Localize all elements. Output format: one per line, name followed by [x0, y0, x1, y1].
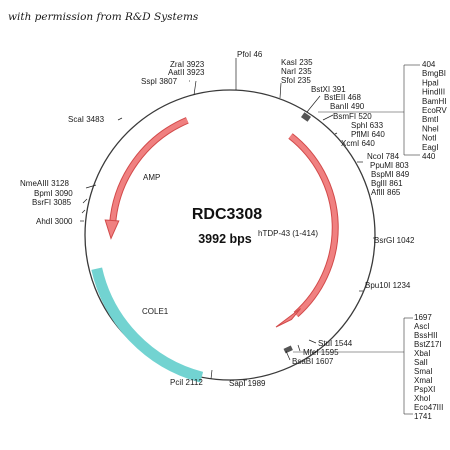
site-bspmi: BspMI 849: [371, 170, 410, 179]
site-banii: BanII 490: [330, 102, 365, 111]
site-mfei: MfeI 1595: [303, 348, 339, 357]
mcs-top-item-4: BamHI: [422, 97, 446, 106]
plasmid-size: 3992 bps: [198, 232, 252, 246]
site-bsabi: BsaBI 1607: [292, 357, 334, 366]
mcs-bottom-item-7: XmaI: [414, 376, 433, 385]
site-pflmi: PflMI 640: [351, 130, 385, 139]
site-ticks: [80, 58, 376, 381]
mcs-bottom-item-4: XbaI: [414, 349, 430, 358]
cole1-label: COLE1: [142, 307, 169, 316]
mcs-top-item-2: HpaI: [422, 78, 439, 87]
mcs-bottom-item-3: BstZ17I: [414, 340, 442, 349]
credit-text: with permission from R&D Systems: [8, 11, 199, 23]
mcs-bottom-group: 1697AscIBssHIIBstZ17IXbaISalISmaIXmaIPsp…: [293, 313, 443, 421]
insert-arrow-body: [288, 134, 338, 317]
site-bsrfi: BsrFI 3085: [32, 198, 72, 207]
mcs-bottom-item-6: SmaI: [414, 367, 433, 376]
mcs-bottom-marker: [283, 345, 293, 354]
mcs-top-item-1: BmgBI: [422, 69, 446, 78]
site-nari: NarI 235: [281, 67, 312, 76]
site-kasi: KasI 235: [281, 58, 313, 67]
mcs-bottom-item-2: BssHII: [414, 331, 438, 340]
amp-arrow-body: [110, 117, 189, 224]
site-pcii: PciI 2112: [170, 378, 203, 387]
site-sspi: SspI 3807: [141, 77, 178, 86]
mcs-top-item-7: NheI: [422, 124, 439, 133]
mcs-bottom-item-11: 1741: [414, 412, 432, 421]
site-ahdi: AhdI 3000: [36, 217, 73, 226]
insert-label: hTDP-43 (1-414): [258, 229, 318, 238]
mcs-top-marker: [301, 112, 311, 122]
mcs-top-item-5: EcoRV: [422, 106, 447, 115]
plasmid-backbone: [84, 89, 376, 381]
mcs-top-group: 404BmgBIHpaIHindIIIBamHIEcoRVBmtINheINot…: [318, 60, 447, 161]
insert-arrowhead: [275, 308, 301, 328]
site-bglii: BglII 861: [371, 179, 403, 188]
site-sapi: SapI 1989: [229, 379, 266, 388]
cole1-feature: [91, 267, 204, 383]
site-ncoi: NcoI 784: [367, 152, 400, 161]
amp-label: AMP: [143, 173, 160, 182]
site-bpu10i: Bpu10I 1234: [365, 281, 411, 290]
site-stui: StuI 1544: [318, 339, 353, 348]
mcs-top-item-6: BmtI: [422, 115, 438, 124]
mcs-top-item-10: 440: [422, 152, 436, 161]
site-bsmfi: BsmFI 520: [333, 112, 372, 121]
site-bsteii: BstEII 468: [324, 93, 361, 102]
site-nmeaiii: NmeAIII 3128: [20, 179, 69, 188]
mcs-top-item-0: 404: [422, 60, 436, 69]
plasmid-name: RDC3308: [192, 206, 262, 223]
mcs-top-item-9: EagI: [422, 143, 438, 152]
site-zrai: ZraI 3923: [170, 60, 205, 69]
site-ppumi: PpuMI 803: [370, 161, 409, 170]
site-sfoi: SfoI 235: [281, 76, 311, 85]
amp-arrowhead: [104, 219, 120, 240]
site-aatii: AatII 3923: [168, 68, 205, 77]
site-pfoi: PfoI 46: [237, 50, 263, 59]
mcs-bottom-item-5: SalI: [414, 358, 428, 367]
mcs-bottom-item-10: Eco47III: [414, 403, 443, 412]
mcs-top-item-3: HindIII: [422, 88, 445, 97]
site-aflii: AflII 865: [371, 188, 401, 197]
mcs-top-item-8: NotI: [422, 134, 437, 143]
site-sphi: SphI 633: [351, 121, 384, 130]
site-xcmi: XcmI 640: [341, 139, 375, 148]
mcs-bottom-item-1: AscI: [414, 322, 430, 331]
mcs-bottom-item-8: PspXI: [414, 385, 435, 394]
site-scai: ScaI 3483: [68, 115, 105, 124]
site-bstxi: BstXI 391: [311, 85, 346, 94]
mcs-bottom-item-9: XhoI: [414, 394, 430, 403]
site-bsrgi: BsrGI 1042: [374, 236, 415, 245]
site-bpmi: BpmI 3090: [34, 189, 73, 198]
mcs-bottom-item-0: 1697: [414, 313, 432, 322]
